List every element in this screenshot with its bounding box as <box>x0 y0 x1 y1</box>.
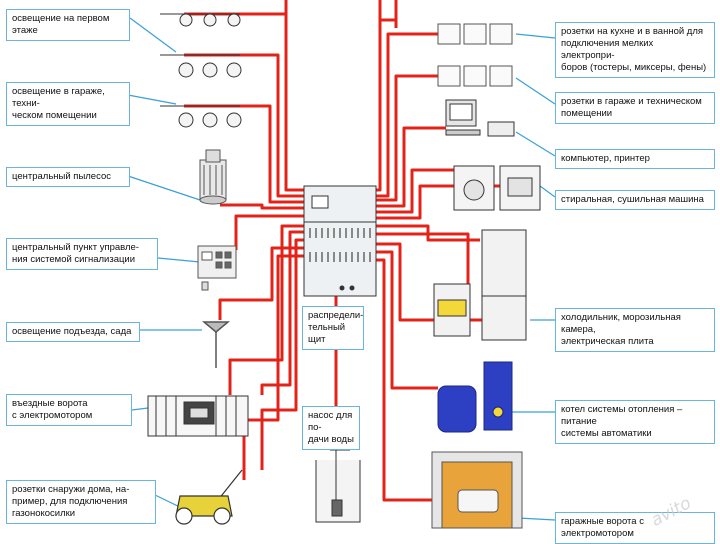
porch-garden-light-label: освещение подъезда, сада <box>6 322 140 342</box>
alarm-control-label: центральный пункт управле-ния системой с… <box>6 238 158 270</box>
lighting-first-floor-icons <box>160 13 241 27</box>
central-vacuum-label: центральный пылесос <box>6 167 130 187</box>
washer-dryer-label: стиральная, сушильная машина <box>555 190 715 210</box>
computer-printer-icon <box>445 99 515 137</box>
lighting-garage-icons <box>160 105 242 128</box>
garage-door-icon <box>431 451 523 529</box>
boiler-icon <box>437 361 513 433</box>
fridge-stove-icon <box>433 229 527 341</box>
entrance-gate-icon <box>147 395 249 437</box>
lawn-mower-icon <box>175 469 243 525</box>
kitchen-sockets-icon <box>437 23 513 45</box>
water-pump-icon <box>315 449 361 523</box>
lighting-first-floor-label: освещение на первом этаже <box>6 9 130 41</box>
alarm-panel-icon <box>197 245 237 291</box>
central-vacuum-icon <box>199 149 227 205</box>
washer-dryer-icon <box>453 165 541 211</box>
water-pump-label: насос для по-дачи воды <box>302 406 360 450</box>
distribution-board-icon <box>303 185 377 297</box>
lighting-garage-label: освещение в гараже, техни-ческом помещен… <box>6 82 130 126</box>
distribution-board-label: распредели-тельный щит <box>302 306 364 350</box>
lighting-row-2-icons <box>160 54 242 78</box>
garage-sockets-icon <box>437 65 513 87</box>
computer-printer-label: компьютер, принтер <box>555 149 715 169</box>
fridge-freezer-label: холодильник, морозильная камера,электрич… <box>555 308 715 352</box>
label-leaders <box>127 17 556 521</box>
outdoor-sockets-label: розетки снаружи дома, на-пример, для под… <box>6 480 156 524</box>
porch-lamp-icon <box>201 321 231 368</box>
garage-door-label: гаражные ворота с электромотором <box>555 512 715 544</box>
